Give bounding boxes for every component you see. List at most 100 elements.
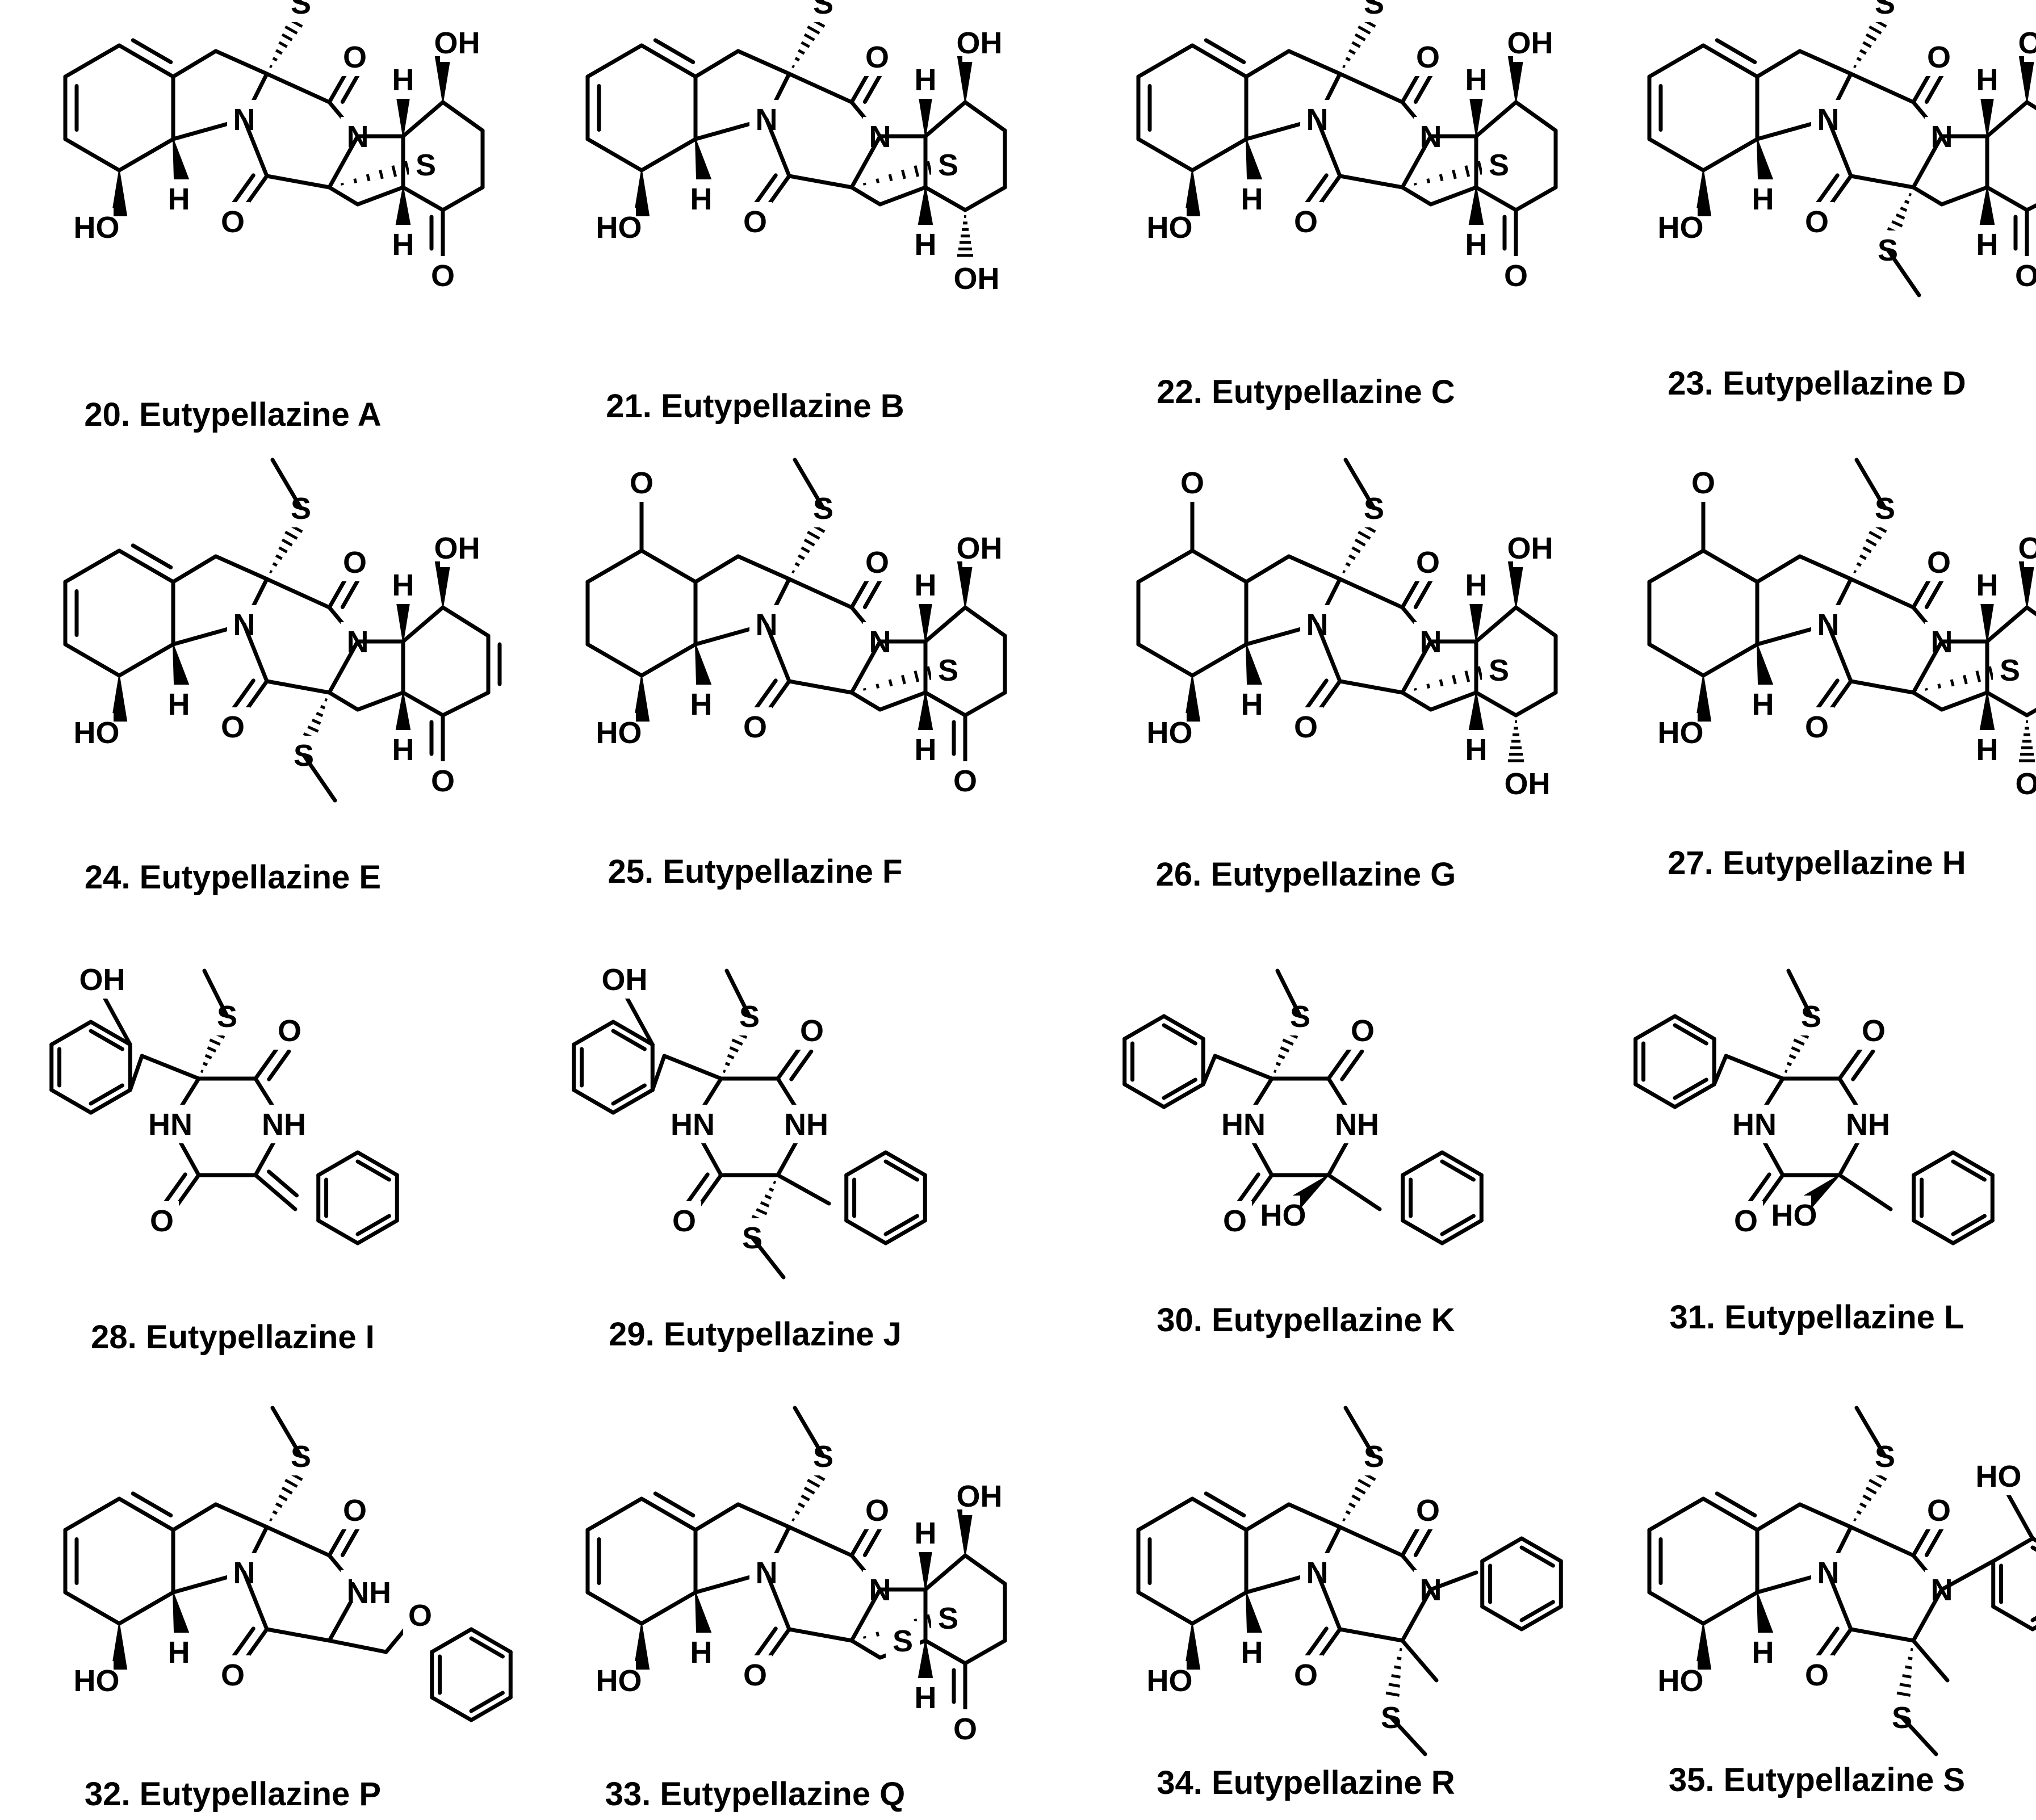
bond [401, 690, 445, 718]
bond [401, 185, 445, 212]
bond [1326, 1173, 1382, 1211]
wedge-bond [434, 561, 451, 608]
bond [140, 1054, 201, 1081]
aromatic-bond [1480, 1536, 1524, 1563]
atom-mask [1981, 1457, 2016, 1495]
hydroxyl-label: HO [1976, 1460, 2022, 1494]
hash-stroke [311, 718, 321, 725]
wedge-bond [1507, 561, 1524, 608]
double-bond-inner [1413, 577, 1434, 609]
bond [764, 117, 791, 178]
hashed-bond [791, 18, 826, 69]
methyl-bond [270, 458, 303, 510]
hydroxyl-label: HO [74, 1664, 120, 1698]
double-bond-inner [862, 72, 883, 104]
wedge-bond [111, 170, 128, 216]
hash-stroke [1452, 169, 1457, 179]
compound-caption: 25. Eutypellazine F [608, 853, 903, 890]
aromatic-bond [1519, 1536, 1563, 1563]
amide-nh-label: NH [1846, 1108, 1890, 1142]
hydrogen-label: H [915, 733, 937, 767]
hash-stroke [807, 530, 820, 540]
hash-stroke [278, 1494, 288, 1502]
bond [1755, 554, 1802, 584]
bond [1338, 1525, 1405, 1558]
hashed-bond [1853, 18, 1887, 69]
double-bond-inner [1340, 1049, 1364, 1081]
bond [1712, 1054, 1728, 1087]
hash-stroke [1791, 1046, 1801, 1053]
atom-mask [1153, 713, 1187, 752]
carbonyl-oxygen: O [1927, 1494, 1951, 1528]
hash-stroke [1865, 538, 1877, 547]
hashed-bond [791, 1471, 826, 1522]
bond [2025, 707, 2036, 718]
hydrogen-label: H [392, 568, 414, 602]
atom-mask [960, 259, 994, 297]
bond [327, 690, 360, 712]
hydrogen-label: H [1752, 182, 1774, 216]
hash-stroke [807, 25, 820, 35]
double-bond-inner [753, 678, 778, 711]
double-bond-inner [653, 1491, 696, 1517]
amide-nh-label: NH [262, 1108, 306, 1142]
hash-stroke [281, 1486, 293, 1495]
hash-stroke [1358, 25, 1371, 35]
aromatic-inner-bond [355, 1214, 391, 1236]
atom-mask [962, 1477, 996, 1515]
carbonyl-oxygen: O [865, 1494, 889, 1528]
atom-mask [1346, 1011, 1380, 1050]
bond [639, 137, 698, 173]
hashed-bond [957, 215, 973, 257]
hash-stroke [801, 41, 810, 48]
atom-mask [684, 179, 718, 218]
hash-stroke [284, 25, 298, 35]
wedge-bond [957, 56, 974, 103]
bond [1939, 1559, 1996, 1592]
methyl-bond [202, 968, 229, 1018]
bond [1338, 1627, 1405, 1643]
hash-stroke [731, 1038, 743, 1046]
bond [1755, 49, 1802, 79]
hash-stroke [1452, 674, 1457, 685]
double-bond-inner [1747, 1172, 1771, 1205]
bond [2025, 100, 2036, 111]
hash-stroke [272, 1510, 278, 1515]
atom-mask [153, 1105, 187, 1143]
aromatic-inner-bond [1951, 1159, 1987, 1182]
hash-stroke [204, 1054, 212, 1060]
atom-mask [1411, 1491, 1445, 1529]
aromatic-inner-bond [611, 1029, 647, 1051]
atom-mask [1922, 37, 1956, 76]
atom-mask [908, 225, 942, 263]
atom-mask [602, 713, 636, 752]
amide-nh-label: NH [784, 1108, 828, 1142]
aromatic-bond [1519, 1604, 1563, 1632]
bond [787, 174, 854, 190]
atom-mask [162, 1633, 196, 1671]
wedge-bond [173, 1592, 190, 1637]
hash-stroke [1900, 206, 1908, 212]
ketone-oxygen: O [1504, 259, 1528, 293]
hash-stroke [797, 49, 805, 55]
double-bond-inner [1236, 1172, 1260, 1205]
carbonyl-oxygen: O [1294, 1658, 1318, 1692]
aromatic-bond [1673, 1082, 1716, 1109]
bond [1514, 185, 1558, 212]
aromatic-bond [355, 1218, 399, 1246]
carbonyl-oxygen: O [1805, 1658, 1829, 1692]
hash-stroke [1895, 213, 1905, 220]
wedge-bond [1468, 692, 1485, 733]
bond [1985, 605, 2029, 644]
bond [1849, 1627, 1916, 1643]
sulfur-label: S [938, 148, 958, 182]
atom-mask [352, 1573, 386, 1612]
amide-nh-label: NH [347, 1576, 391, 1610]
bond [1338, 577, 1405, 610]
hash-stroke [794, 562, 800, 567]
hash-stroke [801, 546, 810, 553]
bond [1474, 605, 1518, 644]
